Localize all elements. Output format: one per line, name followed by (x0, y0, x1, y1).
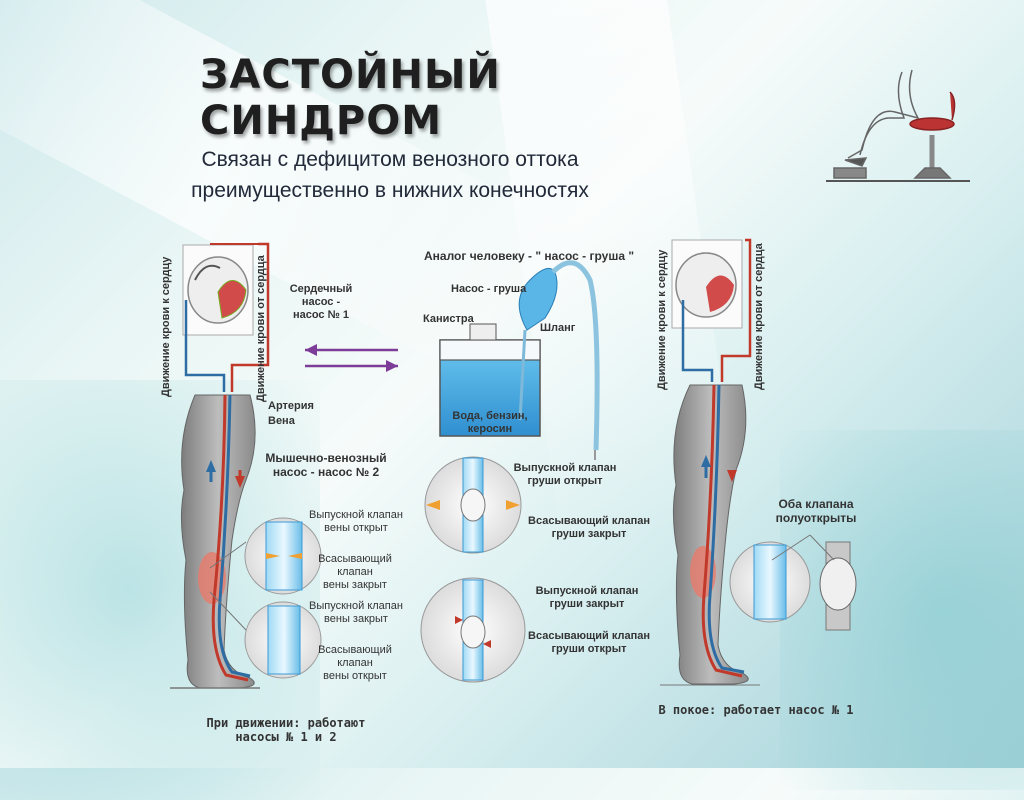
slide-subtitle: Связан с дефицитом венозного оттока преи… (130, 144, 650, 206)
hose (551, 260, 600, 451)
right-circulation-diagram (660, 238, 857, 686)
right-caption: В покое: работает насос № 1 (658, 703, 854, 717)
heart-left (182, 244, 254, 336)
left-circulation-diagram (170, 242, 398, 689)
canister-label: Канистра (423, 313, 474, 325)
left-to-heart-label: Движение крови к сердцу (160, 256, 172, 397)
diagram-artwork (170, 69, 970, 689)
leg-right (672, 384, 749, 685)
center-heading: Аналог человеку - " насос - груша " (424, 249, 635, 263)
sitting-person-illustration (826, 69, 970, 182)
pump-bulb (518, 267, 558, 331)
liquid-label: Вода, бензин,керосин (452, 410, 528, 435)
left-from-heart-label: Движение крови от сердца (255, 255, 267, 402)
subtitle-line-1: Связан с дефицитом венозного оттока (201, 148, 579, 171)
center-pump-diagram (420, 260, 600, 683)
right-to-heart-label: Движение крови к сердцу (656, 249, 668, 390)
slide-title: ЗАСТОЙНЫЙ СИНДРОМ (200, 52, 501, 144)
bulb-label: Насос - груша (451, 283, 527, 295)
vein-label: Вена (268, 415, 295, 427)
right-from-heart-label: Движение крови от сердца (753, 243, 765, 390)
artery-label: Артерия (268, 400, 314, 412)
hose-label: Шланг (540, 322, 576, 334)
subtitle-line-2: преимущественно в нижних конечностях (191, 179, 589, 202)
